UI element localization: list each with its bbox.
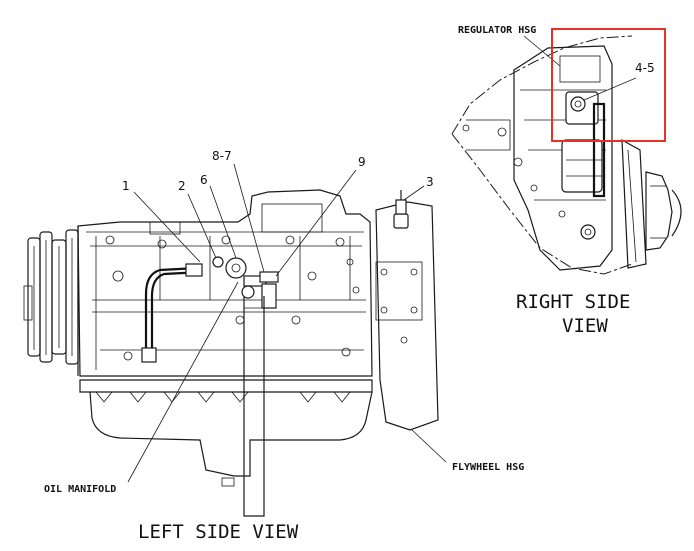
- callout-8-7: 8-7: [212, 149, 232, 163]
- part-3-connector: [393, 190, 409, 229]
- detail-boundary: [451, 35, 633, 135]
- right-flywheel-detail: [621, 138, 682, 269]
- flywheel-housing: [375, 201, 439, 431]
- oil-line-hose: [141, 263, 203, 363]
- right-side-view-title-line2: VIEW: [562, 315, 608, 337]
- left-leader-lines: [127, 163, 447, 483]
- highlight-box: [551, 28, 666, 142]
- oil-pan: [79, 379, 373, 487]
- oil-manifold-tube: [243, 296, 265, 517]
- callout-2: 2: [178, 179, 186, 193]
- callout-9: 9: [358, 155, 366, 169]
- left-side-view-title: LEFT SIDE VIEW: [138, 521, 299, 543]
- right-side-view-drawing: [451, 35, 682, 275]
- oil-manifold-label: OIL MANIFOLD: [44, 484, 116, 495]
- regulator-hsg-label: REGULATOR HSG: [458, 25, 536, 36]
- engine-block: [77, 189, 373, 377]
- callout-3: 3: [426, 175, 434, 189]
- callout-1: 1: [122, 179, 130, 193]
- callout-4-5: 4-5: [635, 61, 655, 75]
- right-side-view-title-line1: RIGHT SIDE: [516, 291, 630, 313]
- bottom-bolt: [580, 224, 596, 240]
- callout-6: 6: [200, 173, 208, 187]
- front-pulleys: [23, 229, 79, 365]
- right-leader-lines: [523, 35, 637, 101]
- sensor-cluster: [212, 256, 279, 309]
- flywheel-hsg-label: FLYWHEEL HSG: [452, 462, 524, 473]
- sensor-4-5: [561, 91, 606, 198]
- left-side-view-drawing: [23, 163, 447, 517]
